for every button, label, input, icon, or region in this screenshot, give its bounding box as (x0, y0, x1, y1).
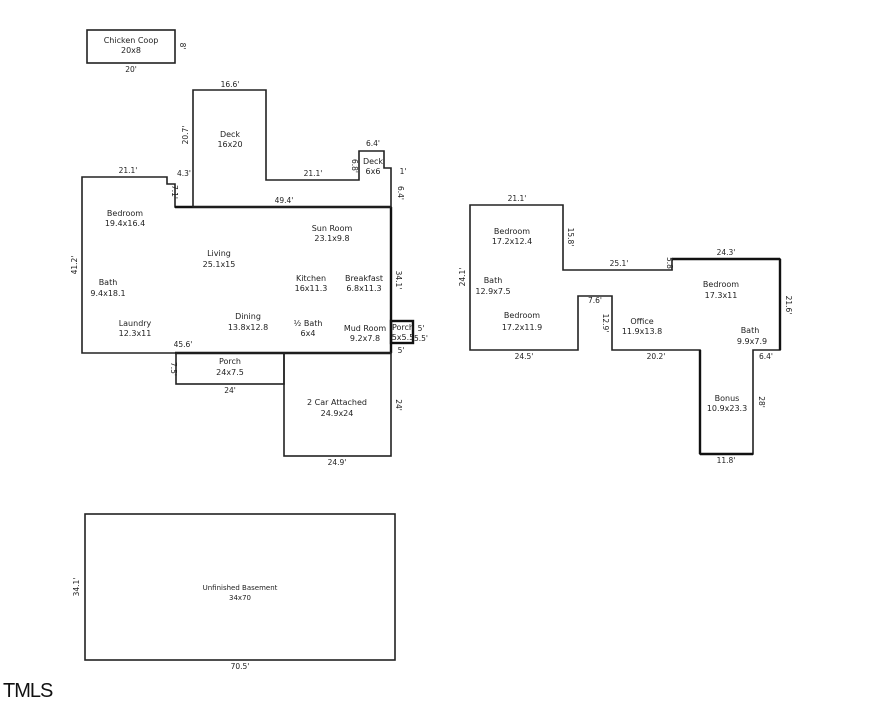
up-58-dim: 5.8' (665, 257, 674, 271)
office-size: 11.9x13.8 (622, 327, 662, 336)
basement-width-dim: 70.5' (231, 662, 250, 671)
laundry-label: Laundry (119, 319, 152, 328)
tmls-logo: TMLS (3, 680, 53, 702)
up-64-dim: 6.4' (759, 352, 773, 361)
up-158-dim: 15.8' (566, 228, 575, 247)
sun-room-size: 23.1x9.8 (314, 234, 349, 243)
up-left-dim: 24.1' (458, 268, 467, 287)
basement-outline (84, 513, 396, 661)
deck-size: 16x20 (217, 140, 242, 149)
dining-size: 13.8x12.8 (228, 323, 268, 332)
right-64-dim: 6.4' (396, 186, 405, 200)
bedroom-up2-label: Bedroom (504, 311, 540, 320)
up-202-dim: 20.2' (647, 352, 666, 361)
breakfast-label: Breakfast (345, 274, 383, 283)
deck-width-dim: 16.6' (221, 80, 240, 89)
porch-small-dim-55: 5.5' (414, 334, 428, 343)
sun-room-label: Sun Room (312, 224, 353, 233)
main-right-dim: 34.1' (394, 271, 403, 290)
porch-small-outline (389, 319, 415, 345)
porch-small-dim-5: 5' (398, 346, 405, 355)
small-deck-size: 6x6 (366, 167, 381, 176)
office-label: Office (630, 317, 653, 326)
basement-label: Unfinished Basement (203, 584, 278, 592)
chicken-coop-size: 20x8 (121, 46, 141, 55)
main-top-left-dim: 21.1' (119, 166, 138, 175)
chicken-coop-width-dim: 20' (125, 65, 137, 74)
bath-main-label: Bath (99, 278, 118, 287)
small-deck-height-dim: 6.8' (350, 159, 359, 173)
bedroom-main-label: Bedroom (107, 209, 143, 218)
chicken-coop-label: Chicken Coop (104, 36, 159, 45)
bedroom-up1-label: Bedroom (494, 227, 530, 236)
bath-up1-label: Bath (484, 276, 503, 285)
mud-room-size: 9.2x7.8 (350, 334, 380, 343)
living-size: 25.1x15 (203, 260, 236, 269)
porch-height-dim: 7.5' (169, 362, 178, 376)
up-243-dim: 24.3' (717, 248, 736, 257)
bonus-height-dim: 28' (757, 396, 766, 408)
small-deck-side-dim: 1' (400, 167, 407, 176)
mud-room-label: Mud Room (344, 324, 387, 333)
chicken-coop-outline (86, 29, 176, 64)
half-bath-label: ½ Bath (294, 319, 323, 328)
garage-width-dim: 24.9' (328, 458, 347, 467)
bonus-size: 10.9x23.3 (707, 404, 747, 413)
kitchen-label: Kitchen (296, 274, 326, 283)
bedroom-up3-size: 17.3x11 (705, 291, 738, 300)
bonus-width-dim: 11.8' (717, 456, 736, 465)
small-deck-label: Deck (363, 157, 383, 166)
chicken-coop-height-dim: 8' (178, 43, 187, 50)
up-251-dim: 25.1' (610, 259, 629, 268)
garage-size: 24.9x24 (321, 409, 354, 418)
basement-height-dim: 34.1' (72, 578, 81, 597)
porch-label: Porch (219, 357, 241, 366)
up-right-dim: 21.6' (784, 296, 793, 315)
bath-up2-size: 9.9x7.9 (737, 337, 767, 346)
small-deck-width-dim: 6.4' (366, 139, 380, 148)
half-bath-size: 6x4 (301, 329, 316, 338)
up-top-dim: 21.1' (508, 194, 527, 203)
main-bottom-dim: 45.6' (174, 340, 193, 349)
porch-small-label: Porch (392, 323, 414, 332)
garage-height-dim: 24' (394, 399, 403, 411)
bath-up2-label: Bath (741, 326, 760, 335)
bedroom-main-size: 19.4x16.4 (105, 219, 145, 228)
laundry-size: 12.3x11 (119, 329, 152, 338)
dining-label: Dining (235, 312, 261, 321)
porch-small-dim-5a: 5' (418, 324, 425, 333)
main-left-dim: 41.2' (70, 256, 79, 275)
between-decks-dim: 21.1' (304, 169, 323, 178)
deck-label: Deck (220, 130, 240, 139)
bath-main-size: 9.4x18.1 (90, 289, 125, 298)
porch-width-dim: 24' (224, 386, 236, 395)
deck-outline (192, 89, 392, 208)
inner-494-dim: 49.4' (275, 196, 294, 205)
porch-size: 24x7.5 (216, 368, 244, 377)
kitchen-size: 16x11.3 (295, 284, 328, 293)
garage-label: 2 Car Attached (307, 398, 367, 407)
bedroom-up3-label: Bedroom (703, 280, 739, 289)
bath-up1-size: 12.9x7.5 (475, 287, 510, 296)
step-43-dim: 4.3' (177, 169, 191, 178)
bedroom-up2-size: 17.2x11.9 (502, 323, 542, 332)
deck-height-dim: 20.7' (181, 126, 190, 145)
living-label: Living (207, 249, 231, 258)
porch-small-size: 5x5.5 (392, 333, 415, 342)
bonus-label: Bonus (715, 394, 740, 403)
garage-outline (283, 352, 392, 457)
bedroom-up1-size: 17.2x12.4 (492, 237, 532, 246)
breakfast-size: 6.8x11.3 (346, 284, 381, 293)
up-bottom-left-dim: 24.5' (515, 352, 534, 361)
basement-size: 34x70 (229, 594, 251, 602)
up-129-dim: 12.9' (601, 314, 610, 333)
up-76-dim: 7.6' (588, 296, 602, 305)
step-71-dim: 7.1' (170, 185, 179, 199)
